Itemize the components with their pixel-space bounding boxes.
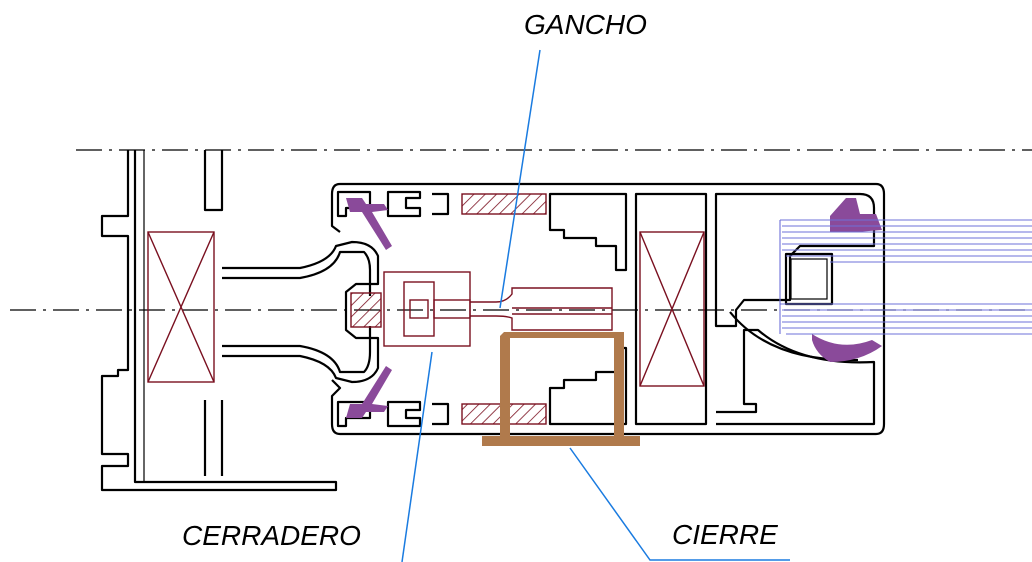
label-cierre: CIERRE bbox=[672, 519, 778, 550]
sash-profile bbox=[330, 182, 886, 436]
label-gancho: GANCHO bbox=[524, 9, 647, 40]
label-cerradero: CERRADERO bbox=[182, 520, 361, 551]
fixed-frame-profile bbox=[100, 150, 382, 492]
glass-unit bbox=[779, 219, 1032, 335]
gaskets bbox=[346, 198, 882, 418]
leader-lines bbox=[401, 49, 790, 562]
lock-hardware bbox=[383, 271, 613, 347]
